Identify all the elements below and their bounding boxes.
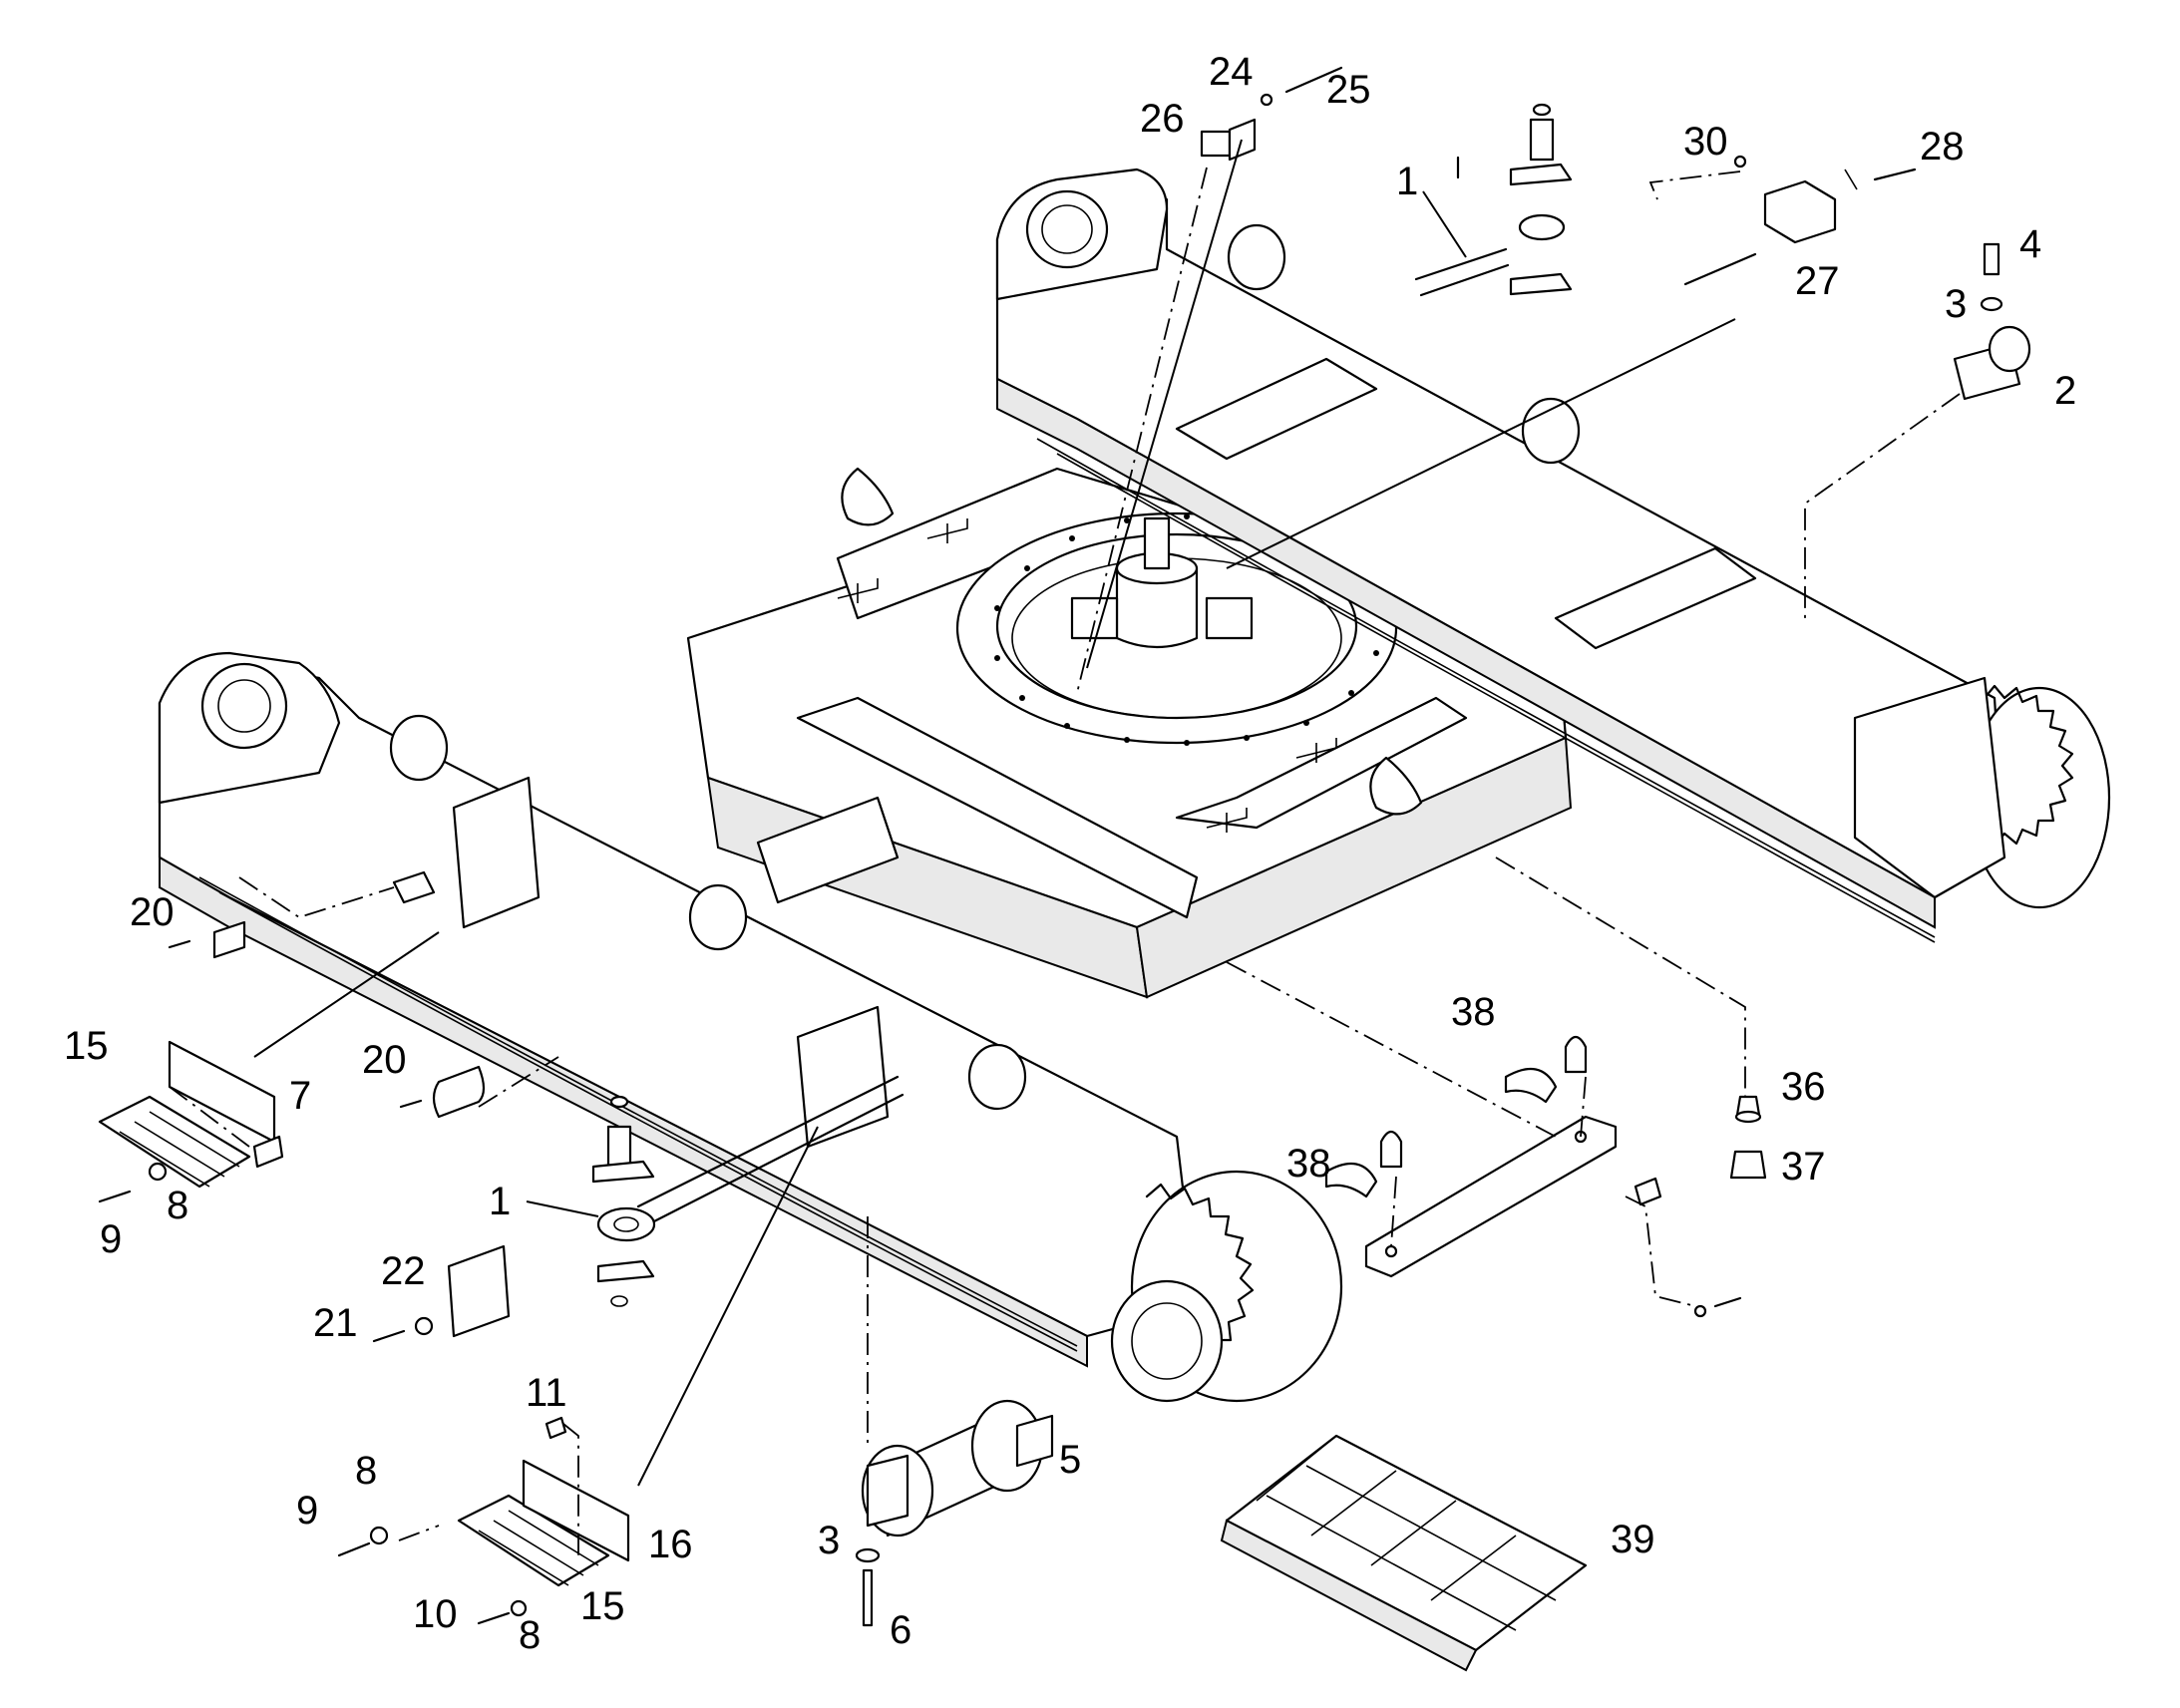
callout-1-front: 1 — [489, 1180, 511, 1223]
callout-38-lower: 38 — [1286, 1142, 1331, 1186]
callout-9-front: 9 — [100, 1217, 122, 1261]
tie-rod-front — [591, 1075, 905, 1307]
carrier-rollers-front — [389, 714, 1027, 1111]
carbody-frame — [686, 467, 1573, 999]
callout-30: 30 — [1683, 120, 1728, 164]
callout-25: 25 — [1326, 68, 1371, 112]
cover-plate-20 — [168, 870, 486, 1119]
callout-26: 26 — [1140, 97, 1185, 141]
reference-lines — [169, 167, 1961, 1555]
callout-2: 2 — [2054, 369, 2076, 413]
callout-8-front: 8 — [167, 1184, 188, 1227]
callout-21: 21 — [313, 1301, 358, 1345]
grease-fitting-36-37 — [1729, 1095, 1767, 1180]
callout-20-upper: 20 — [130, 890, 175, 934]
callout-15-lower: 15 — [580, 1584, 625, 1628]
callout-22: 22 — [381, 1249, 426, 1293]
step-plate-15-front — [98, 1040, 284, 1203]
callout-3-lower: 3 — [818, 1519, 840, 1562]
callout-36: 36 — [1781, 1065, 1826, 1109]
callout-16: 16 — [648, 1523, 693, 1566]
callout-1-rear: 1 — [1396, 160, 1418, 203]
tie-rod-rear — [1414, 103, 1573, 297]
callout-24: 24 — [1209, 50, 1254, 94]
sprocket-front — [1110, 1170, 1343, 1403]
carrier-rollers-rear — [1227, 223, 1581, 465]
valve-block-27 — [1683, 155, 1917, 286]
step-plate-15-lower — [337, 1416, 630, 1625]
callout-28: 28 — [1920, 125, 1965, 169]
track-chain-39 — [1220, 1434, 1588, 1672]
callout-15-front: 15 — [64, 1024, 109, 1068]
callout-39: 39 — [1611, 1518, 1655, 1561]
callout-11: 11 — [526, 1371, 567, 1415]
callout-7: 7 — [289, 1074, 311, 1118]
callout-27: 27 — [1795, 259, 1840, 303]
track-frame-rear — [995, 168, 2111, 943]
callout-20-lower: 20 — [362, 1038, 407, 1082]
callout-37: 37 — [1781, 1145, 1826, 1189]
retaining-bar-38 — [1324, 1035, 1742, 1318]
switch-assembly-26 — [1200, 66, 1343, 162]
callout-38-upper: 38 — [1451, 990, 1496, 1034]
callout-4: 4 — [2019, 222, 2041, 266]
callout-9-lower: 9 — [296, 1489, 318, 1533]
callout-8-lower: 8 — [519, 1613, 541, 1657]
callout-labels: 1 1 2 3 3 4 5 6 7 8 8 8 9 9 10 11 15 15 … — [64, 50, 2076, 1657]
track-frame-front — [158, 651, 1343, 1403]
callout-10: 10 — [413, 1592, 458, 1636]
carrier-roller-mount-2 — [1953, 242, 2031, 401]
plate-22 — [372, 1244, 511, 1343]
callout-6: 6 — [890, 1608, 911, 1652]
callout-3-rear: 3 — [1945, 282, 1967, 326]
callout-8-mid: 8 — [355, 1449, 377, 1493]
leader-lines — [253, 139, 1736, 1487]
callout-5: 5 — [1059, 1438, 1081, 1482]
track-roller-5 — [855, 1399, 1054, 1627]
